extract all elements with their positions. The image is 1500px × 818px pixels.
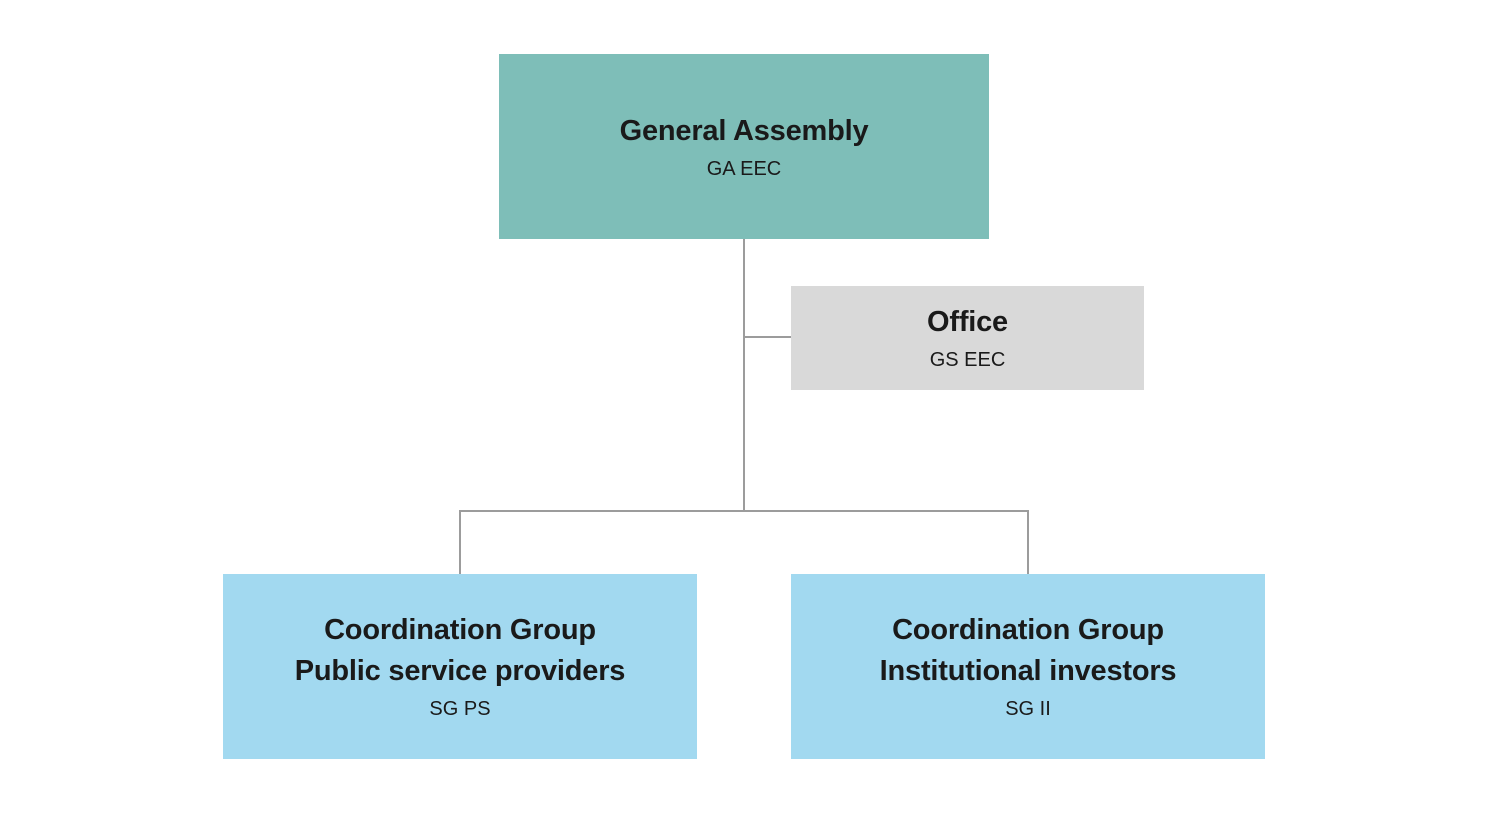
node-office: Office GS EEC (791, 286, 1144, 390)
node-coordination-group-public-service: Coordination Group Public service provid… (223, 574, 697, 759)
connector-office-branch (744, 336, 791, 338)
connector-trunk-vertical (743, 239, 745, 511)
node-general-assembly: General Assembly GA EEC (499, 54, 989, 239)
node-office-subtitle: GS EEC (929, 349, 1006, 371)
node-cg-ps-title-line1: Coordination Group (324, 614, 596, 646)
node-cg-ii-title-line2: Institutional investors (879, 655, 1177, 687)
connector-left-drop (459, 510, 461, 574)
node-office-title: Office (927, 306, 1008, 338)
node-cg-ps-subtitle: SG PS (429, 698, 491, 720)
connector-split-horizontal (459, 510, 1029, 512)
node-cg-ps-title-line2: Public service providers (294, 655, 626, 687)
connector-right-drop (1027, 510, 1029, 574)
node-coordination-group-institutional-investors: Coordination Group Institutional investo… (791, 574, 1265, 759)
node-cg-ii-title-line1: Coordination Group (892, 614, 1164, 646)
node-general-assembly-subtitle: GA EEC (706, 157, 782, 180)
node-general-assembly-title: General Assembly (619, 114, 869, 147)
node-cg-ii-subtitle: SG II (1005, 698, 1051, 720)
